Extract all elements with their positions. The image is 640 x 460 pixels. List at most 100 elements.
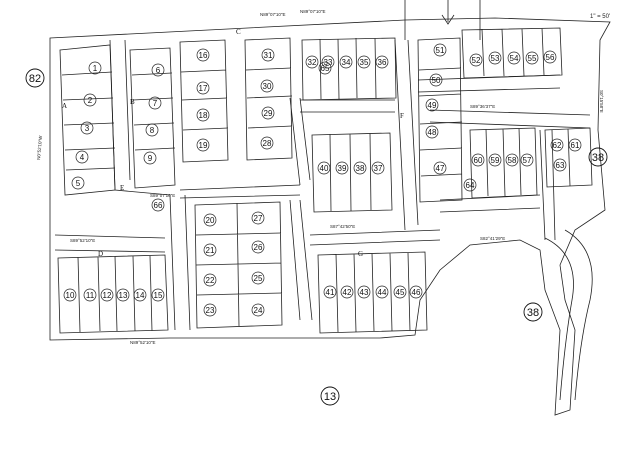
lot-circle (203, 273, 217, 287)
lot-1: 1 (88, 61, 102, 75)
top-bearing: N89°07'10"E (300, 9, 326, 14)
lot-21: 21 (203, 243, 217, 257)
lot-circle (261, 48, 275, 62)
lot-54: 54 (507, 51, 521, 65)
lot-circle (196, 138, 210, 152)
lot-circle (520, 153, 534, 167)
svg-text:S0°15'58"E: S0°15'58"E (599, 90, 604, 113)
lot-number: 2 (88, 96, 93, 105)
lot-circle (357, 55, 371, 69)
lot-number: 7 (153, 99, 158, 108)
lot-circle (409, 285, 423, 299)
lot-circle (83, 93, 97, 107)
lot-60: 60 (471, 153, 485, 167)
lot-59: 59 (488, 153, 502, 167)
lot-circle (261, 106, 275, 120)
lot-number: 50 (432, 76, 441, 85)
lot-circle (323, 285, 337, 299)
lot-12: 12 (100, 288, 114, 302)
lot-circle (425, 98, 439, 112)
lot-number: 28 (263, 139, 272, 148)
lot-14: 14 (133, 288, 147, 302)
lot-number: 64 (466, 181, 475, 190)
lot-number: 34 (342, 58, 351, 67)
lot-56: 56 (543, 50, 557, 64)
lot-32: 32 (305, 55, 319, 69)
lot-circle (196, 48, 210, 62)
block-letter: C (236, 28, 241, 36)
lot-63: 63 (553, 158, 567, 172)
subdivision-boundary (49, 17, 611, 416)
svg-text:82: 82 (29, 73, 41, 85)
lot-circle (196, 108, 210, 122)
lot-circle (151, 198, 165, 212)
lot-number: 23 (206, 306, 215, 315)
lot-4: 4 (75, 150, 89, 164)
lot-circle (251, 303, 265, 317)
lot-61: 61 (568, 138, 582, 152)
lot-5: 5 (71, 176, 85, 190)
lot-circle (469, 53, 483, 67)
lot-circle (429, 73, 443, 87)
lot-number: 6 (156, 66, 161, 75)
lot-number: 8 (150, 126, 155, 135)
lot-circle (335, 161, 349, 175)
lot-number: 51 (436, 46, 445, 55)
lot-number: 14 (136, 291, 145, 300)
lot-circle (488, 51, 502, 65)
lot-circle (505, 153, 519, 167)
lot-number: 30 (263, 82, 272, 91)
parcel-label: 13 (320, 386, 340, 406)
lot-number: 16 (199, 51, 208, 60)
lot-16: 16 (196, 48, 210, 62)
lot-25: 25 (251, 271, 265, 285)
lot-41: 41 (323, 285, 337, 299)
lot-number: 39 (338, 164, 347, 173)
lot-circle (88, 61, 102, 75)
svg-text:13: 13 (324, 391, 336, 403)
lot-circle (145, 123, 159, 137)
lot-number: 60 (474, 156, 483, 165)
lot-circle (339, 55, 353, 69)
lot-number: 25 (254, 274, 263, 283)
lot-number: 13 (119, 291, 128, 300)
lot-46: 46 (409, 285, 423, 299)
lot-49: 49 (425, 98, 439, 112)
lot-number: 19 (199, 141, 208, 150)
lot-number: 63 (556, 161, 565, 170)
lot-number: 11 (86, 291, 95, 300)
lot-13: 13 (116, 288, 130, 302)
block-letter: E (120, 184, 124, 192)
lot-number: 49 (428, 101, 437, 110)
lot-number: 29 (264, 109, 273, 118)
lot-number: 61 (571, 141, 580, 150)
lot-33: 33 (321, 55, 335, 69)
lot-57: 57 (520, 153, 534, 167)
street-curve (564, 229, 593, 401)
lot-circle (375, 55, 389, 69)
lot-number: 9 (148, 154, 153, 163)
lot-number: 26 (254, 243, 263, 252)
scale-note: 1" = 50' (590, 14, 610, 20)
lot-2: 2 (83, 93, 97, 107)
parcel-label: 38 (523, 302, 543, 322)
lot-number: 5 (76, 179, 81, 188)
lot-55: 55 (525, 51, 539, 65)
lot-circle (75, 150, 89, 164)
lot-number: 36 (378, 58, 387, 67)
lot-number: 48 (428, 128, 437, 137)
lot-circle (543, 50, 557, 64)
svg-text:N0°52'10"W: N0°52'10"W (36, 135, 43, 160)
parcel-label: 38 (588, 147, 608, 167)
lot-circle (425, 125, 439, 139)
lot-circle (471, 153, 485, 167)
lot-number: 24 (254, 306, 263, 315)
lot-11: 11 (83, 288, 97, 302)
lot-29: 29 (261, 106, 275, 120)
lot-62: 62 (550, 138, 564, 152)
lot-number: 4 (80, 153, 85, 162)
lot-number: 15 (154, 291, 163, 300)
lot-number: 43 (360, 288, 369, 297)
svg-text:N89°07'10"E: N89°07'10"E (260, 12, 286, 17)
